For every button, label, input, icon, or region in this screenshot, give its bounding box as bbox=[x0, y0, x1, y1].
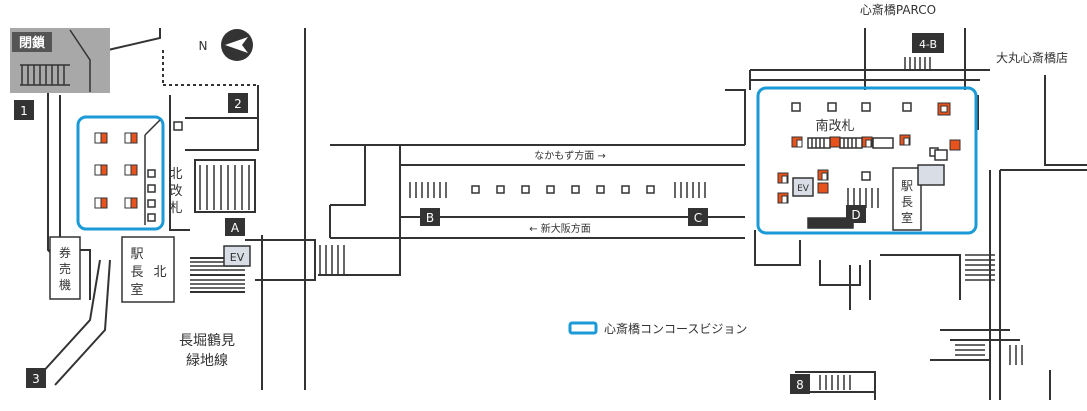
place-nagahori-2: 緑地線 bbox=[186, 353, 228, 369]
exit-2-label: 2 bbox=[234, 97, 242, 111]
north-label: N bbox=[199, 39, 208, 53]
pillars bbox=[147, 102, 939, 222]
ev-north-label: EV bbox=[230, 251, 245, 264]
ticket-machine-room bbox=[49, 236, 81, 300]
place-parco: 心斎橋PARCO bbox=[860, 2, 936, 17]
station-master-south-3: 室 bbox=[901, 210, 913, 225]
south-gate-label: 南改札 bbox=[815, 118, 854, 134]
vision-area-south bbox=[756, 86, 978, 235]
ticket-gates-south bbox=[807, 137, 948, 161]
legend-label: 心斎橋コンコースビジョン bbox=[604, 321, 747, 336]
labels: 北 改 札 南改札 券 売 機 駅 長 室 北 駅 長 室 EV EV なかもず… bbox=[59, 2, 1068, 369]
rooms bbox=[49, 164, 945, 303]
exit-8-label: 8 bbox=[796, 378, 804, 392]
ev-south-room bbox=[792, 177, 814, 197]
direction-nakamozu: なかもず方面 → bbox=[534, 149, 606, 162]
station-master-south-room bbox=[892, 167, 922, 231]
exit-c-label: C bbox=[694, 211, 702, 225]
legend-swatch bbox=[568, 321, 598, 335]
station-master-north-2: 長 bbox=[130, 265, 143, 280]
north-gate-label-1: 北 bbox=[169, 167, 182, 182]
station-master-north-4: 北 bbox=[153, 265, 166, 280]
place-nagahori-1: 長堀鶴見 bbox=[179, 332, 235, 349]
stairs bbox=[190, 57, 1023, 390]
ticket-machine-label-1: 券 bbox=[59, 245, 71, 260]
north-arrow: N bbox=[199, 29, 253, 61]
station-master-north-3: 室 bbox=[130, 282, 143, 298]
exit-d-label: D bbox=[851, 208, 860, 222]
vision-area-north bbox=[76, 115, 165, 231]
exit-1-label: 1 bbox=[20, 104, 28, 118]
ev-south-label: EV bbox=[797, 184, 810, 194]
north-gate-label-3: 札 bbox=[169, 201, 182, 216]
vision-areas bbox=[76, 86, 978, 235]
exit-a-label: A bbox=[231, 221, 240, 235]
closed-label: 閉鎖 bbox=[19, 35, 46, 51]
station-master-north-room bbox=[121, 236, 175, 303]
place-daimaru: 大丸心斎橋店 bbox=[996, 50, 1068, 65]
exit-markers: 1 2 3 4-B 8 A B C D bbox=[14, 33, 944, 394]
exit-3-label: 3 bbox=[32, 372, 40, 386]
exit-b-label: B bbox=[426, 211, 434, 225]
direction-shinosaka: ← 新大阪方面 bbox=[529, 222, 591, 235]
vision-screens bbox=[94, 102, 961, 209]
station-master-north-1: 駅 bbox=[130, 247, 143, 262]
legend: 心斎橋コンコースビジョン bbox=[568, 321, 747, 336]
ev-north-room bbox=[223, 245, 251, 267]
closed-area: 閉鎖 bbox=[10, 28, 110, 93]
station-master-south-2: 長 bbox=[901, 195, 913, 209]
ticket-gates-north bbox=[144, 119, 161, 225]
station-master-south-1: 駅 bbox=[901, 179, 913, 193]
ticket-machine-label-3: 機 bbox=[59, 277, 71, 292]
map-structure bbox=[39, 28, 1087, 400]
exit-4b-label: 4-B bbox=[919, 38, 937, 51]
north-gate-label-2: 改 bbox=[169, 184, 182, 199]
ticket-machine-label-2: 売 bbox=[59, 261, 71, 276]
